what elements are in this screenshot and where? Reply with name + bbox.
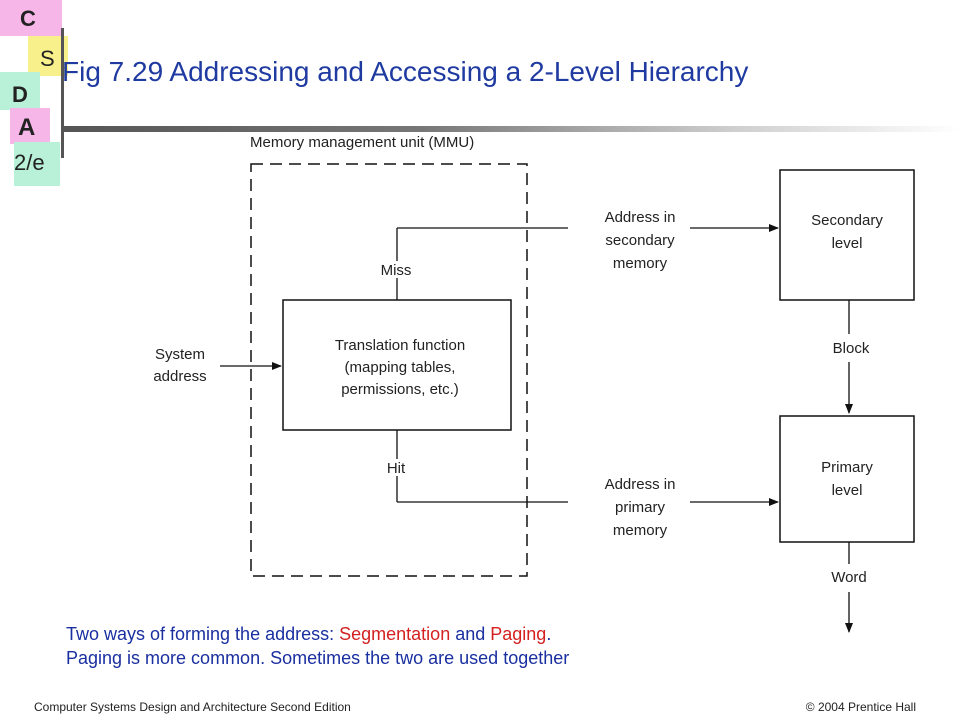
word-label: Word — [831, 569, 867, 586]
translation-label-3: permissions, etc.) — [341, 381, 459, 398]
caption-suffix: . — [546, 624, 552, 644]
primary-label-2: level — [832, 482, 863, 499]
translation-label-2: (mapping tables, — [345, 359, 456, 376]
slide-title: Fig 7.29 Addressing and Accessing a 2-Le… — [62, 56, 749, 87]
miss-label-text: Miss — [381, 262, 412, 279]
translation-label-1: Translation function — [335, 337, 465, 354]
secondary-level-box — [779, 169, 915, 301]
secondary-label-1: Secondary — [811, 212, 883, 229]
caption-line-2: Paging is more common. Sometimes the two… — [66, 648, 570, 668]
addr-primary-label-1: Address in — [605, 476, 676, 493]
title-underline — [62, 126, 960, 132]
caption-segmentation: Segmentation — [339, 624, 451, 644]
addr-secondary-label-1: Address in — [605, 209, 676, 226]
miss-label: Miss — [381, 262, 412, 279]
logo-letter-s: S — [40, 46, 55, 71]
mmu-label: Memory management unit (MMU) — [250, 134, 474, 151]
logo-block-2e — [14, 142, 60, 186]
primary-label-1: Primary — [821, 459, 873, 476]
footer-book-title: Computer Systems Design and Architecture… — [34, 700, 351, 714]
addr-primary-label-2: primary — [615, 499, 666, 516]
logo-block-d — [0, 72, 40, 110]
translation-function-box — [282, 299, 512, 431]
addr-secondary-label-2: secondary — [605, 232, 675, 249]
addr-secondary-label-3: memory — [613, 255, 668, 272]
caption-line-1: Two ways of forming the address: Segment… — [66, 622, 569, 646]
logo-block-c — [0, 0, 62, 36]
system-address-label-1: System — [155, 346, 205, 363]
addr-primary-label-3: memory — [613, 522, 668, 539]
logo-letter-a: A — [18, 114, 36, 141]
logo-block-a — [10, 108, 50, 144]
secondary-label-2: level — [832, 235, 863, 252]
caption-and: and — [450, 624, 491, 644]
caption: Two ways of forming the address: Segment… — [66, 622, 569, 670]
primary-level-box — [779, 415, 915, 543]
logo-letter-c: C — [20, 6, 36, 31]
caption-prefix: Two ways of forming the address: — [66, 624, 340, 644]
block-label: Block — [833, 340, 870, 357]
title-vertical-rule — [61, 28, 64, 158]
logo-letter-d: D — [12, 82, 28, 107]
logo-letter-2e: 2/e — [14, 150, 45, 175]
footer-copyright: © 2004 Prentice Hall — [805, 700, 916, 714]
system-address-label-2: address — [153, 368, 206, 385]
mmu-box — [250, 163, 528, 577]
caption-paging: Paging — [490, 624, 547, 644]
hit-label-halo: Hit — [387, 460, 406, 477]
hit-label: Hit — [387, 460, 406, 477]
